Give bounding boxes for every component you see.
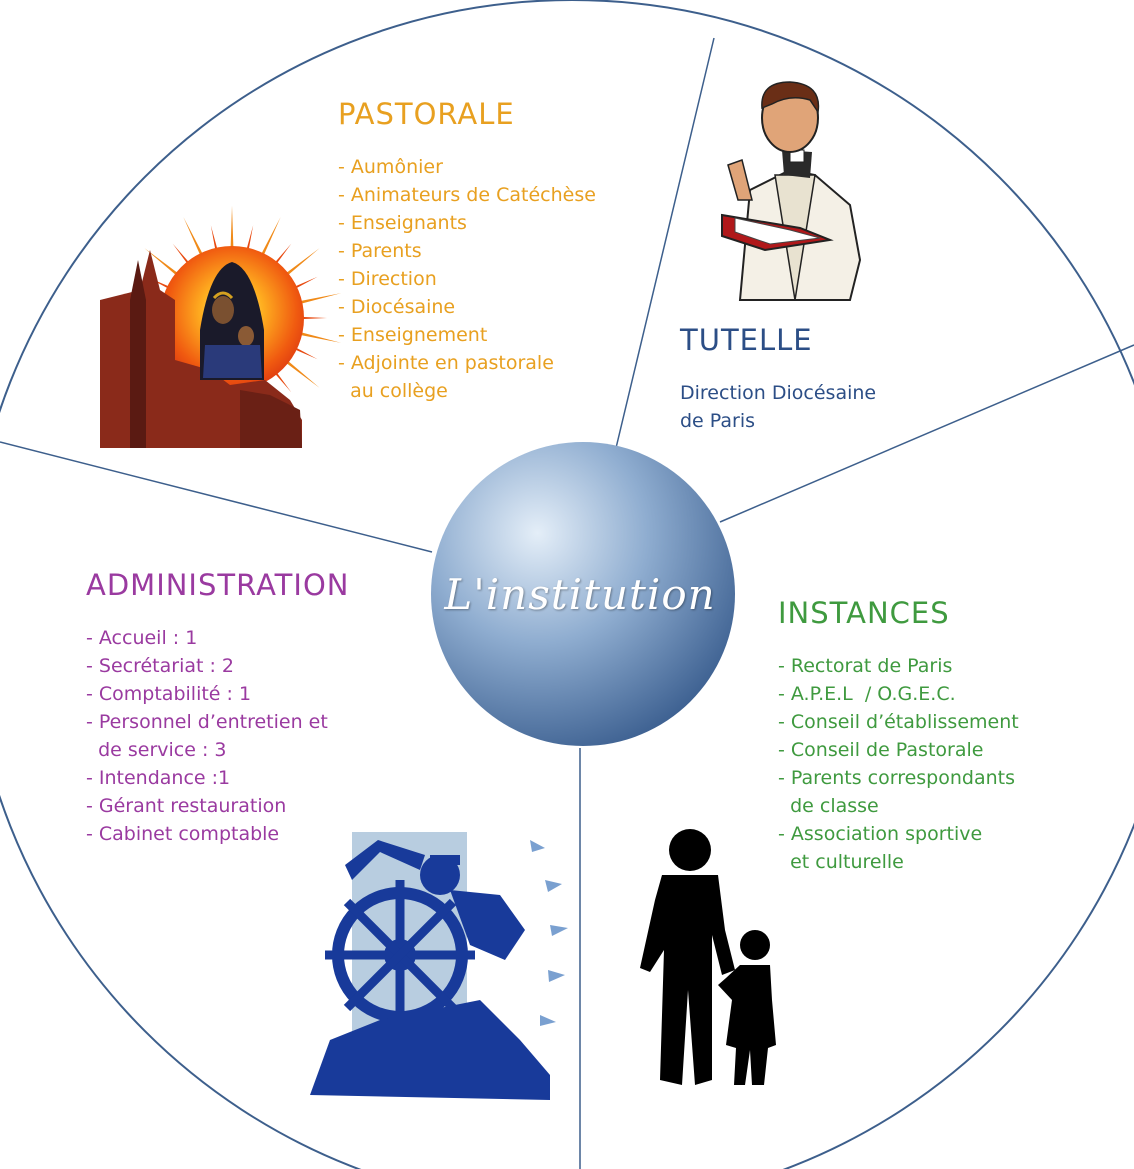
list-item: - Direction xyxy=(338,268,437,290)
list-item: au collège xyxy=(338,380,448,402)
list-item: - Parents xyxy=(338,240,422,262)
pastorale-title: PASTORALE xyxy=(338,97,515,131)
administration-list: - Accueil : 1 - Secrétariat : 2 - Compta… xyxy=(86,624,349,848)
pastorale-list: - Aumônier - Animateurs de Catéchèse - E… xyxy=(338,153,596,405)
list-item: - Gérant restauration xyxy=(86,795,287,817)
instances-title: INSTANCES xyxy=(778,596,950,630)
list-item: - Association sportive xyxy=(778,823,983,845)
pastorale-section: PASTORALE - Aumônier - Animateurs de Cat… xyxy=(338,97,596,405)
list-item: - Secrétariat : 2 xyxy=(86,655,235,677)
list-item: - Intendance :1 xyxy=(86,767,231,789)
tutelle-section: TUTELLE Direction Diocésaine de Paris xyxy=(680,323,876,435)
instances-list: - Rectorat de Paris - A.P.E.L / O.G.E.C.… xyxy=(778,652,1019,876)
parent-child-silhouette-icon xyxy=(640,829,776,1085)
list-item: - Parents correspondants xyxy=(778,767,1016,789)
divider-line-left xyxy=(0,441,433,553)
madonna-sunburst-icon xyxy=(100,206,342,448)
list-item: - Conseil de Pastorale xyxy=(778,739,984,761)
priest-reading-icon xyxy=(721,81,862,301)
list-item: - Comptabilité : 1 xyxy=(86,683,252,705)
list-item: - Enseignants xyxy=(338,212,467,234)
list-item: - Animateurs de Catéchèse xyxy=(338,184,596,206)
tutelle-line: Direction Diocésaine xyxy=(680,382,877,404)
list-item: - Adjointe en pastorale xyxy=(338,352,554,374)
tutelle-title: TUTELLE xyxy=(680,323,813,357)
list-item: - A.P.E.L / O.G.E.C. xyxy=(778,683,956,705)
instances-section: INSTANCES - Rectorat de Paris - A.P.E.L … xyxy=(778,596,1019,876)
list-item: - Diocésaine xyxy=(338,296,456,318)
ship-captain-wheel-icon xyxy=(310,832,568,1100)
list-item: de classe xyxy=(778,795,879,817)
list-item: - Enseignement xyxy=(338,324,488,346)
list-item: - Accueil : 1 xyxy=(86,627,198,649)
administration-title: ADMINISTRATION xyxy=(86,568,350,602)
tutelle-line: de Paris xyxy=(680,410,756,432)
list-item: et culturelle xyxy=(778,851,904,873)
list-item: - Aumônier xyxy=(338,156,443,178)
list-item: - Conseil d’établissement xyxy=(778,711,1019,733)
list-item: de service : 3 xyxy=(86,739,227,761)
list-item: - Rectorat de Paris xyxy=(778,655,953,677)
administration-section: ADMINISTRATION - Accueil : 1 - Secrétari… xyxy=(86,568,349,848)
divider-line-right xyxy=(719,344,1134,523)
divider-line-top xyxy=(615,37,715,449)
list-item: - Cabinet comptable xyxy=(86,823,280,845)
list-item: - Personnel d’entretien et xyxy=(86,711,328,733)
center-hub-label: L'institution xyxy=(444,570,716,619)
center-hub xyxy=(431,442,735,746)
